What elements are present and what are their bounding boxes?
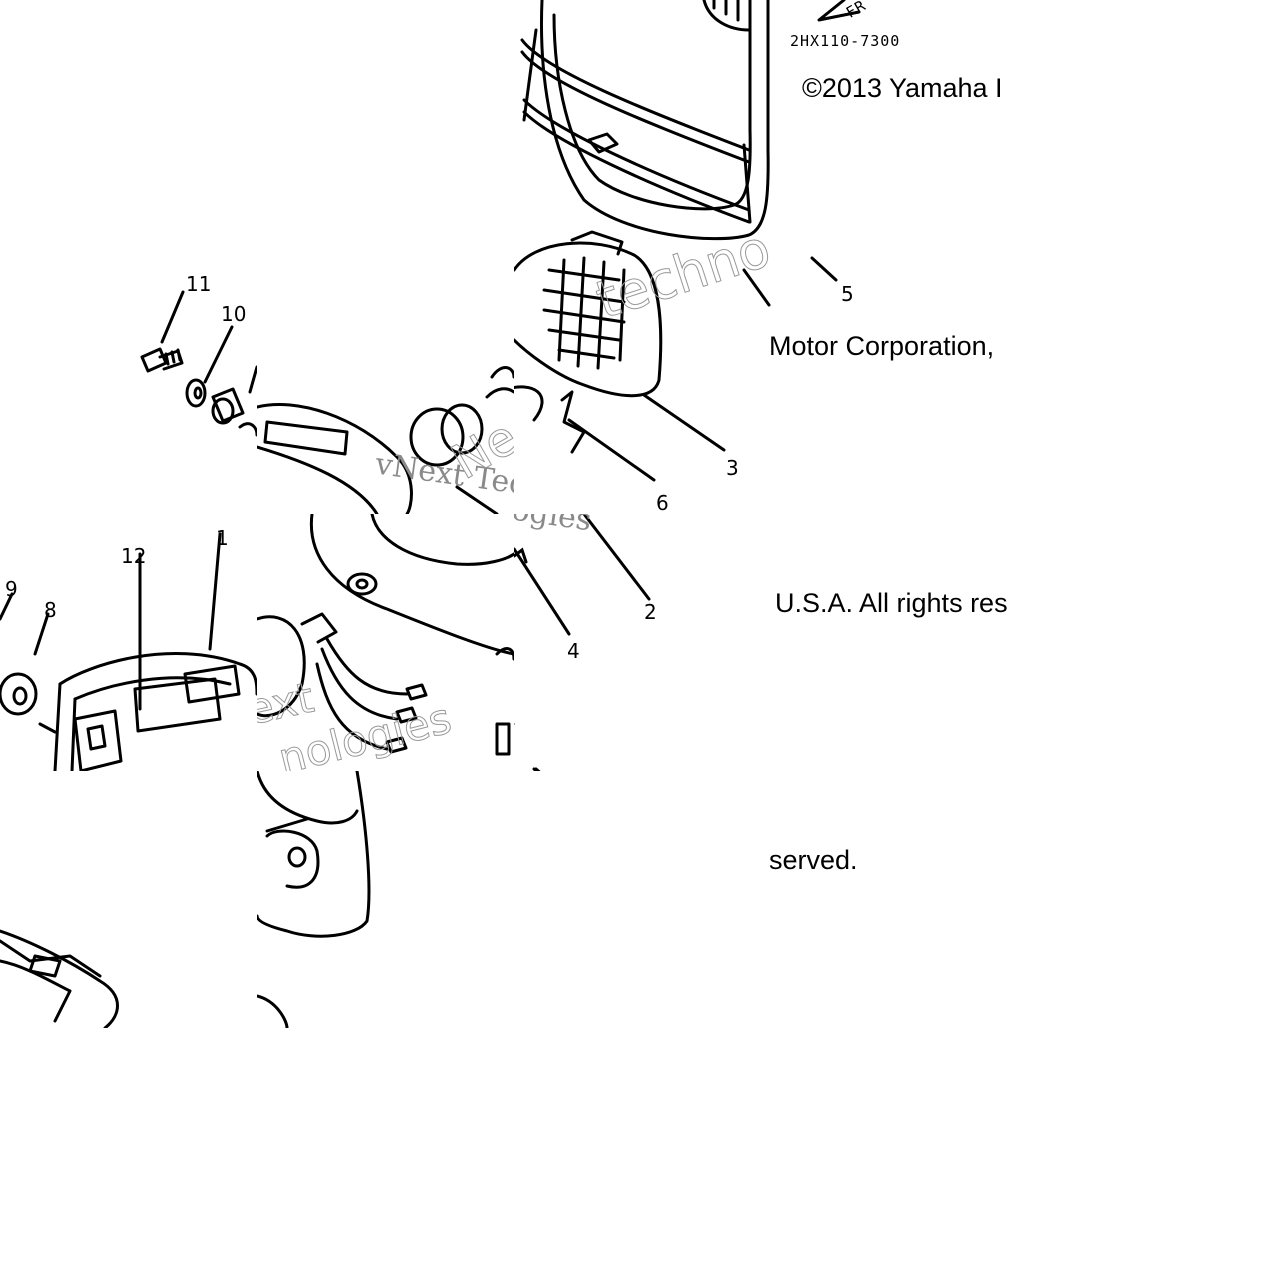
callout-11: 11 xyxy=(186,272,212,296)
part-code: 2HX110-7300 xyxy=(790,32,900,50)
callout-9: 9 xyxy=(5,577,18,601)
callout-4: 4 xyxy=(567,639,580,663)
callout-3: 3 xyxy=(726,456,739,480)
turn-signal-illustration xyxy=(257,366,514,514)
copyright-line-3: U.S.A. All rights res xyxy=(775,588,1008,618)
taillight-housing-illustration xyxy=(257,514,514,756)
tile-main-housing: 9 8 12 1 xyxy=(0,514,257,771)
tile-housing: ext nologies xyxy=(257,514,514,771)
tile-top-right: 2HX110-7300 5 3 6 ©2013 Yamaha I techno … xyxy=(514,0,1029,515)
copyright-line-2: Motor Corporation, xyxy=(769,331,995,361)
tile-middle-left: vNext Tec Ne xyxy=(257,257,514,514)
callout-10: 10 xyxy=(221,302,247,326)
callout-2: 2 xyxy=(644,600,657,624)
tile-housing-bottom xyxy=(257,771,514,1028)
callout-5: 5 xyxy=(841,282,854,306)
copyright-line-4: served. xyxy=(769,845,858,875)
housing-bottom-illustration xyxy=(257,771,371,1028)
leader-lines-2-4 xyxy=(514,514,651,771)
callout-12: 12 xyxy=(121,544,147,568)
headlight-guard-illustration: 2HX110-7300 xyxy=(514,0,900,482)
callout-1: 1 xyxy=(216,526,229,550)
callout-8: 8 xyxy=(44,598,57,622)
tile-callouts-2-4: 2 4 7 ologies xyxy=(514,514,771,771)
callout-6: 6 xyxy=(656,491,669,515)
copyright-line-1: ©2013 Yamaha I xyxy=(802,73,1003,103)
fastener-illustration xyxy=(140,290,257,437)
main-housing-illustration xyxy=(0,532,257,771)
tile-housing-corner xyxy=(0,771,257,1028)
tile-fasteners: 11 10 xyxy=(0,257,257,514)
housing-corner-illustration xyxy=(0,929,119,1028)
